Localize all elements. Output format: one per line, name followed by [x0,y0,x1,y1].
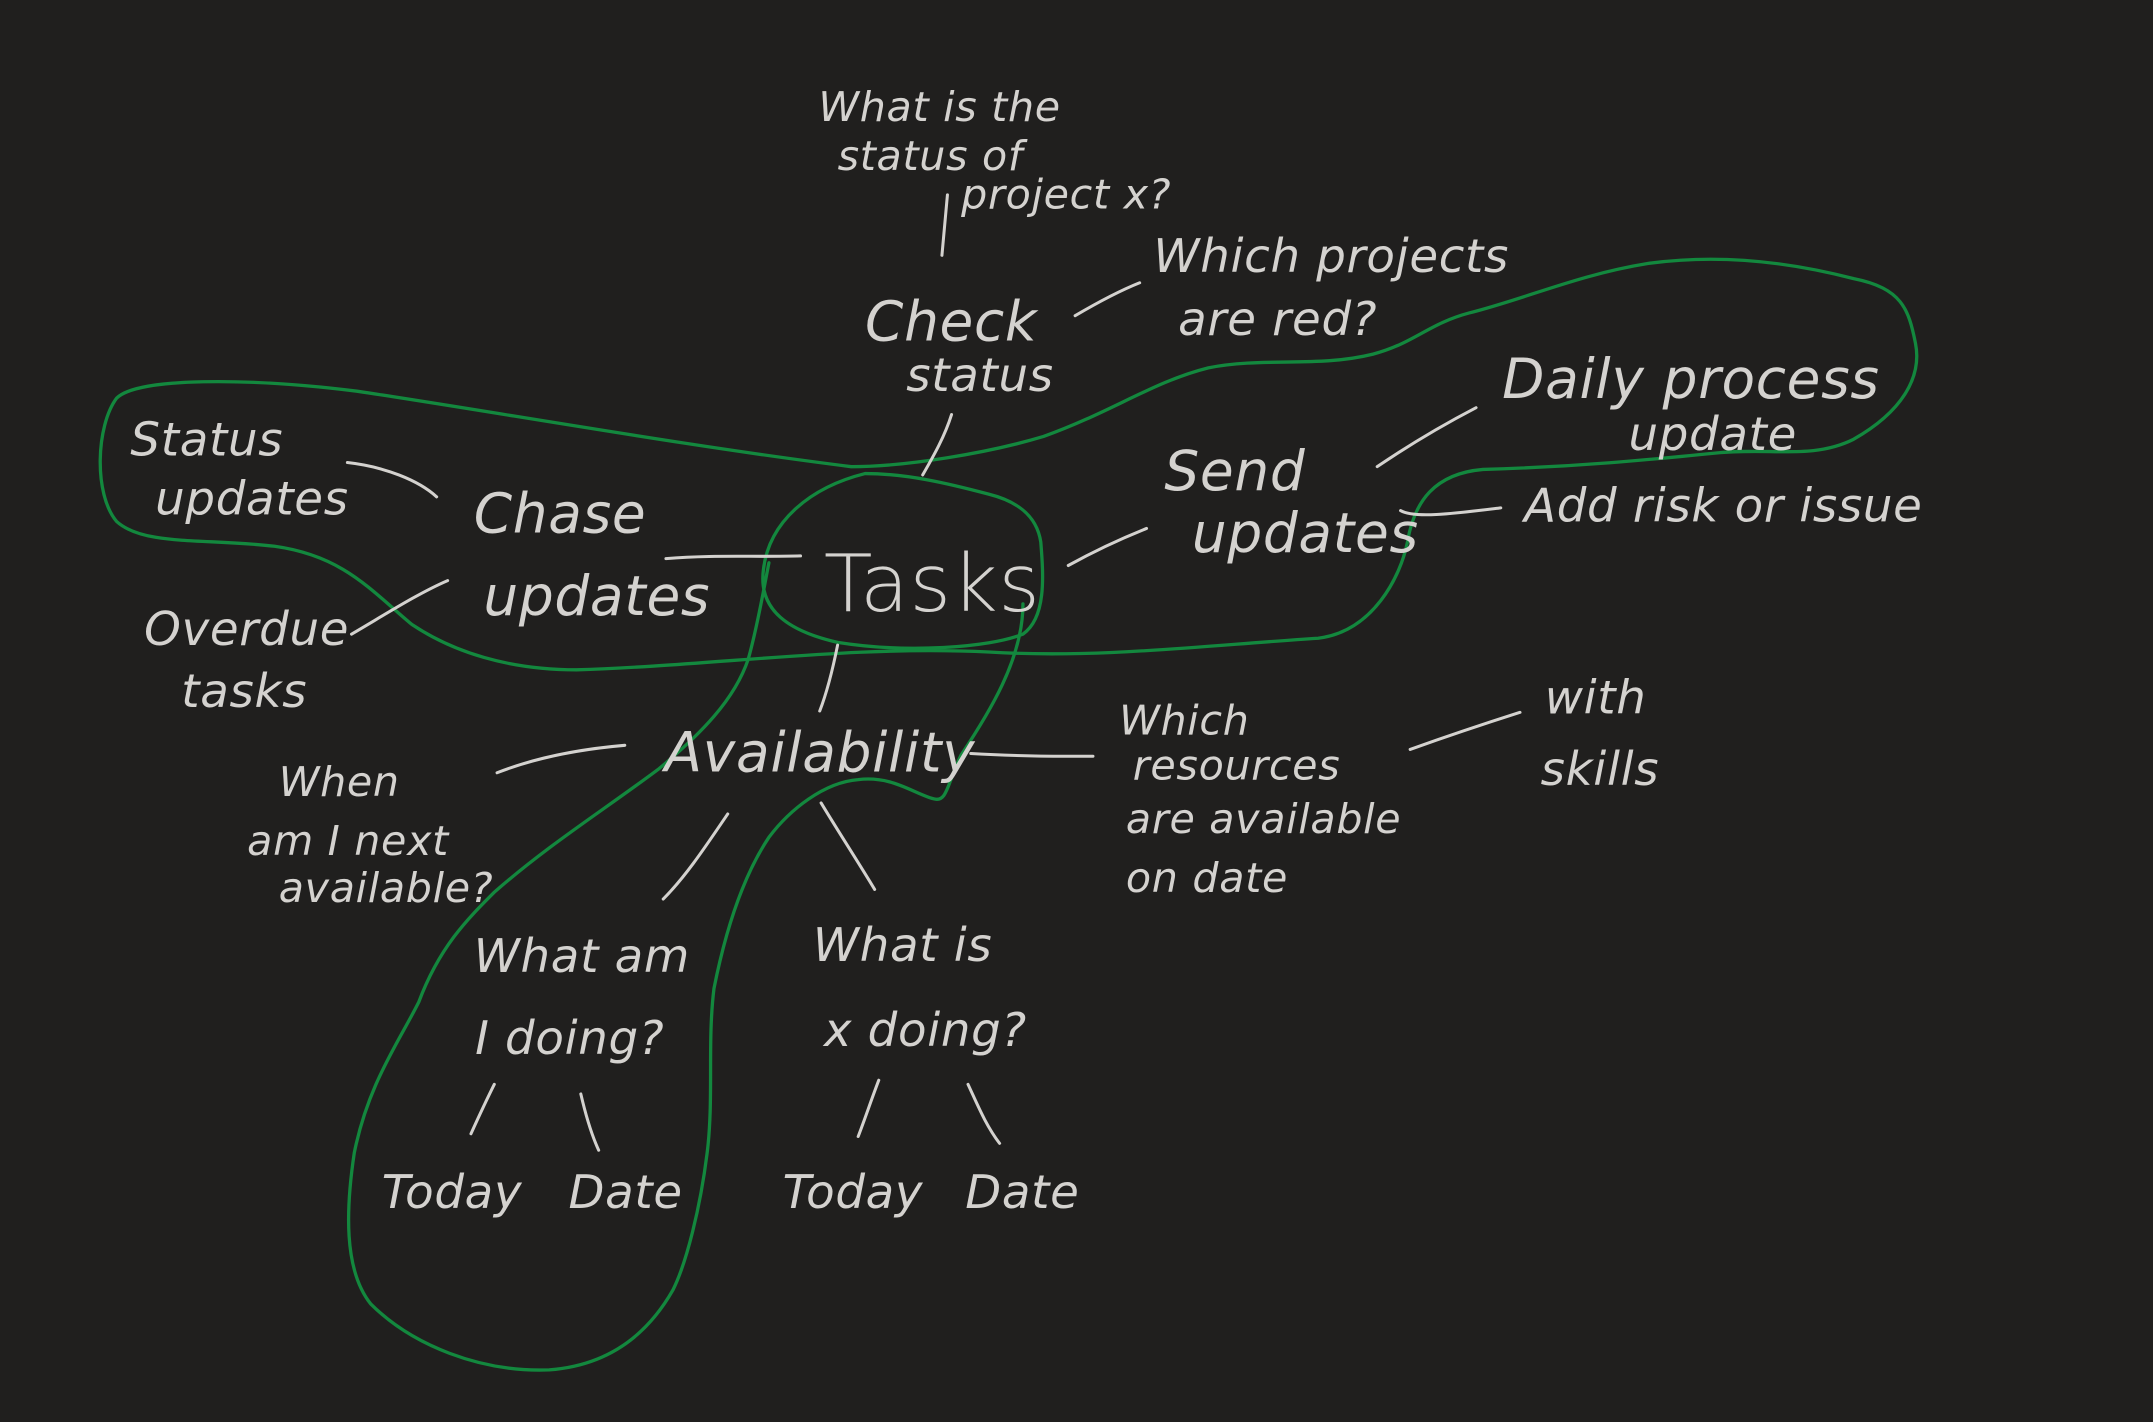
node-project-status-line2[interactable]: status of [838,132,1028,180]
node-what-am-i-doing-line1[interactable]: What am [474,930,690,984]
connector-send-addrisk [1399,506,1503,517]
connector-whatami-today [469,1082,496,1136]
nodes: Tasks Check status What is the status of… [130,83,1922,1220]
node-which-resources-line3[interactable]: are available [1126,795,1401,843]
node-availability[interactable]: Availability [662,720,977,784]
branch-chase-updates: Chase updates Status updates Overdue tas… [130,414,710,719]
node-when-next-line1[interactable]: When [279,758,400,806]
node-with-skills-line1[interactable]: with [1545,672,1647,726]
node-what-am-i-doing-date[interactable]: Date [568,1166,682,1220]
connector-tasks-send [1066,526,1149,568]
node-with-skills-line2[interactable]: skills [1541,743,1660,797]
node-when-next-line3[interactable]: available? [279,864,494,912]
node-overdue-tasks-line1[interactable]: Overdue [144,603,349,657]
node-what-is-x-doing-date[interactable]: Date [965,1166,1079,1220]
connector-status-chase [345,461,439,499]
connector-whatisx-today [856,1078,881,1139]
connector-availability-resources [969,752,1095,758]
lasso-tasks-availability-what-am-i-doing [346,471,1045,1372]
branch-check-status: Check status What is the status of proje… [818,83,1509,403]
node-project-status-line1[interactable]: What is the [818,83,1060,131]
node-check-status-line2[interactable]: status [906,349,1054,403]
node-red-projects-line1[interactable]: Which projects [1153,230,1509,284]
node-status-updates-line2[interactable]: updates [155,473,349,527]
node-send-updates-line1[interactable]: Send [1164,439,1306,503]
lasso-status-to-daily-update [98,257,1919,672]
node-tasks[interactable]: Tasks [824,537,1041,630]
node-what-is-x-doing-today[interactable]: Today [783,1166,924,1220]
connector-availability-whatami [661,812,730,901]
node-check-status-line1[interactable]: Check [865,289,1039,353]
connector-resources-skills [1408,710,1522,751]
connector-tasks-availability [818,643,840,713]
connector-check-tasks [921,413,954,477]
connector-project-status-check [940,193,949,257]
node-overdue-tasks-line2[interactable]: tasks [181,665,307,719]
node-daily-process-line2[interactable]: update [1628,408,1797,462]
connector-chase-tasks [664,554,803,561]
node-which-resources-line1[interactable]: Which [1119,696,1249,744]
node-chase-updates-line2[interactable]: updates [483,564,710,628]
node-what-is-x-doing-line1[interactable]: What is [813,919,993,973]
node-red-projects-line2[interactable]: are red? [1178,293,1377,347]
node-daily-process-line1[interactable]: Daily process [1502,347,1880,411]
highlight-lassos [98,257,1919,1372]
connector-whatisx-date [966,1082,1002,1145]
node-what-am-i-doing-line2[interactable]: I doing? [475,1012,664,1066]
node-project-status-line3[interactable]: project x? [960,171,1171,219]
node-when-next-line2[interactable]: am I next [247,817,450,865]
node-chase-updates-line1[interactable]: Chase [474,482,647,546]
connector-whatami-date [579,1092,601,1152]
connectors [345,193,1522,1152]
node-send-updates-line2[interactable]: updates [1192,501,1419,565]
branch-send-updates: Send updates Daily process update Add ri… [1164,347,1922,565]
connector-send-daily [1375,406,1478,469]
branch-availability: Availability When am I next available? W… [247,672,1660,1220]
node-which-resources-line4[interactable]: on date [1126,854,1288,902]
node-status-updates-line1[interactable]: Status [130,414,283,468]
connector-check-redprojects [1073,281,1142,318]
connector-overdue-chase [349,579,450,636]
node-add-risk[interactable]: Add risk or issue [1521,480,1922,534]
node-what-is-x-doing-line2[interactable]: x doing? [822,1004,1027,1058]
connector-availability-whatisx [819,801,877,891]
connector-when-availability [495,743,627,775]
node-which-resources-line2[interactable]: resources [1133,742,1341,790]
node-what-am-i-doing-today[interactable]: Today [382,1166,523,1220]
